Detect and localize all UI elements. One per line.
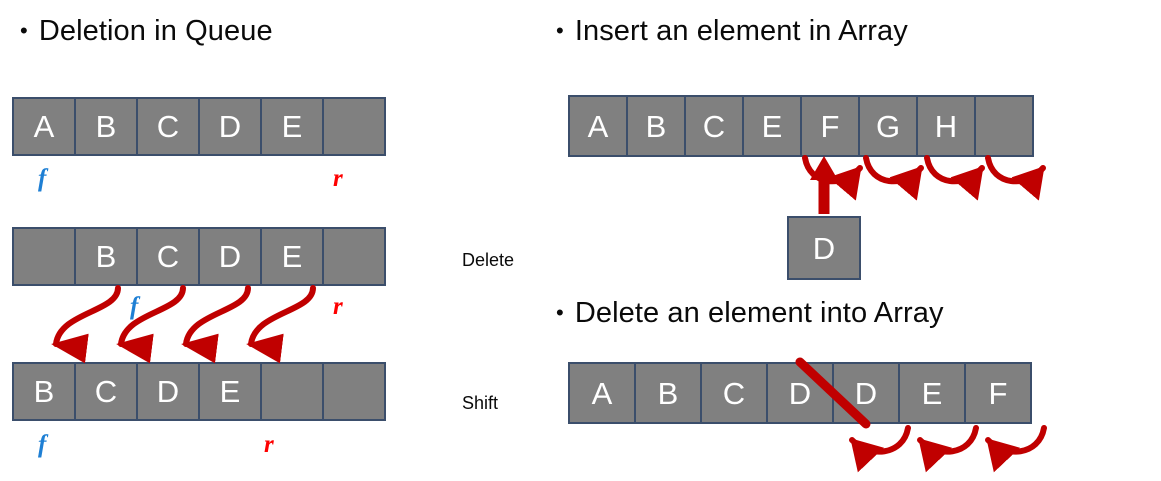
array-cell[interactable]: A (12, 97, 76, 156)
front-pointer-label: f (38, 431, 47, 458)
heading-deletion-in-queue: • Deletion in Queue (20, 17, 273, 46)
delete-shift-arrows (849, 425, 1047, 473)
front-pointer-label: f (130, 293, 139, 320)
array-cell-empty[interactable] (12, 227, 76, 286)
heading-text: Delete an element into Array (574, 297, 944, 329)
array-cell[interactable]: H (916, 95, 976, 157)
shift-arrow (917, 425, 979, 473)
array-cell[interactable]: B (626, 95, 686, 157)
array-cell[interactable]: B (74, 227, 138, 286)
array-cell-empty[interactable] (260, 362, 324, 421)
rear-pointer-label: r (333, 293, 343, 320)
shift-arrow (802, 155, 863, 201)
shift-arrow (246, 285, 316, 364)
bullet-icon: • (556, 300, 564, 325)
array-cell[interactable]: D (198, 97, 262, 156)
heading-insert-element-in-array: • Insert an element in Array (556, 17, 908, 46)
shift-arrow (985, 425, 1047, 473)
array-cell-empty[interactable] (974, 95, 1034, 157)
array-cell[interactable]: G (858, 95, 918, 157)
array-cell[interactable]: E (260, 97, 324, 156)
queue-shift-arrows (51, 285, 316, 364)
insert-shift-arrows (802, 155, 1046, 201)
array-cell-empty[interactable] (322, 362, 386, 421)
insert-up-arrow (810, 156, 838, 214)
shift-arrow (985, 155, 1046, 201)
array-cell[interactable]: D (832, 362, 900, 424)
array-cell[interactable]: E (898, 362, 966, 424)
array-cell[interactable]: B (634, 362, 702, 424)
queue-after-delete-array: B C D E (12, 227, 386, 286)
array-cell[interactable]: D (198, 227, 262, 286)
caption-delete: Delete (462, 250, 515, 270)
queue-initial-array: A B C D E (12, 97, 386, 156)
array-cell[interactable]: E (742, 95, 802, 157)
array-cell[interactable]: A (568, 362, 636, 424)
array-cell[interactable]: F (800, 95, 860, 157)
array-cell[interactable]: F (964, 362, 1032, 424)
front-pointer-label: f (38, 165, 47, 192)
array-cell[interactable]: B (12, 362, 76, 421)
bullet-icon: • (556, 18, 564, 43)
shift-arrow (924, 155, 985, 201)
array-cell[interactable]: C (74, 362, 138, 421)
array-cell[interactable]: E (260, 227, 324, 286)
shift-arrow (863, 155, 924, 201)
array-cell-struck[interactable]: D (766, 362, 834, 424)
array-cell-empty[interactable] (322, 97, 386, 156)
shift-arrow (181, 285, 251, 364)
heading-text: Insert an element in Array (574, 15, 908, 47)
heading-delete-element-into-array: • Delete an element into Array (556, 299, 944, 328)
array-cell[interactable]: C (684, 95, 744, 157)
array-cell[interactable]: D (136, 362, 200, 421)
delete-array: A B C D D E F (568, 362, 1032, 424)
heading-text: Deletion in Queue (38, 15, 273, 47)
array-cell[interactable]: B (74, 97, 138, 156)
array-cell[interactable]: C (136, 97, 200, 156)
caption-shift: Shift (462, 393, 499, 413)
array-cell-empty[interactable] (322, 227, 386, 286)
queue-after-shift-array: B C D E (12, 362, 386, 421)
insert-source-box: D (787, 216, 861, 280)
rear-pointer-label: r (333, 165, 343, 192)
shift-arrow (849, 425, 911, 473)
shift-arrow (51, 285, 121, 364)
insert-array: A B C E F G H (568, 95, 1034, 157)
array-cell[interactable]: C (136, 227, 200, 286)
array-cell[interactable]: E (198, 362, 262, 421)
array-cell[interactable]: A (568, 95, 628, 157)
rear-pointer-label: r (264, 431, 274, 458)
insert-value-cell[interactable]: D (787, 216, 861, 280)
array-cell[interactable]: C (700, 362, 768, 424)
bullet-icon: • (20, 18, 28, 43)
